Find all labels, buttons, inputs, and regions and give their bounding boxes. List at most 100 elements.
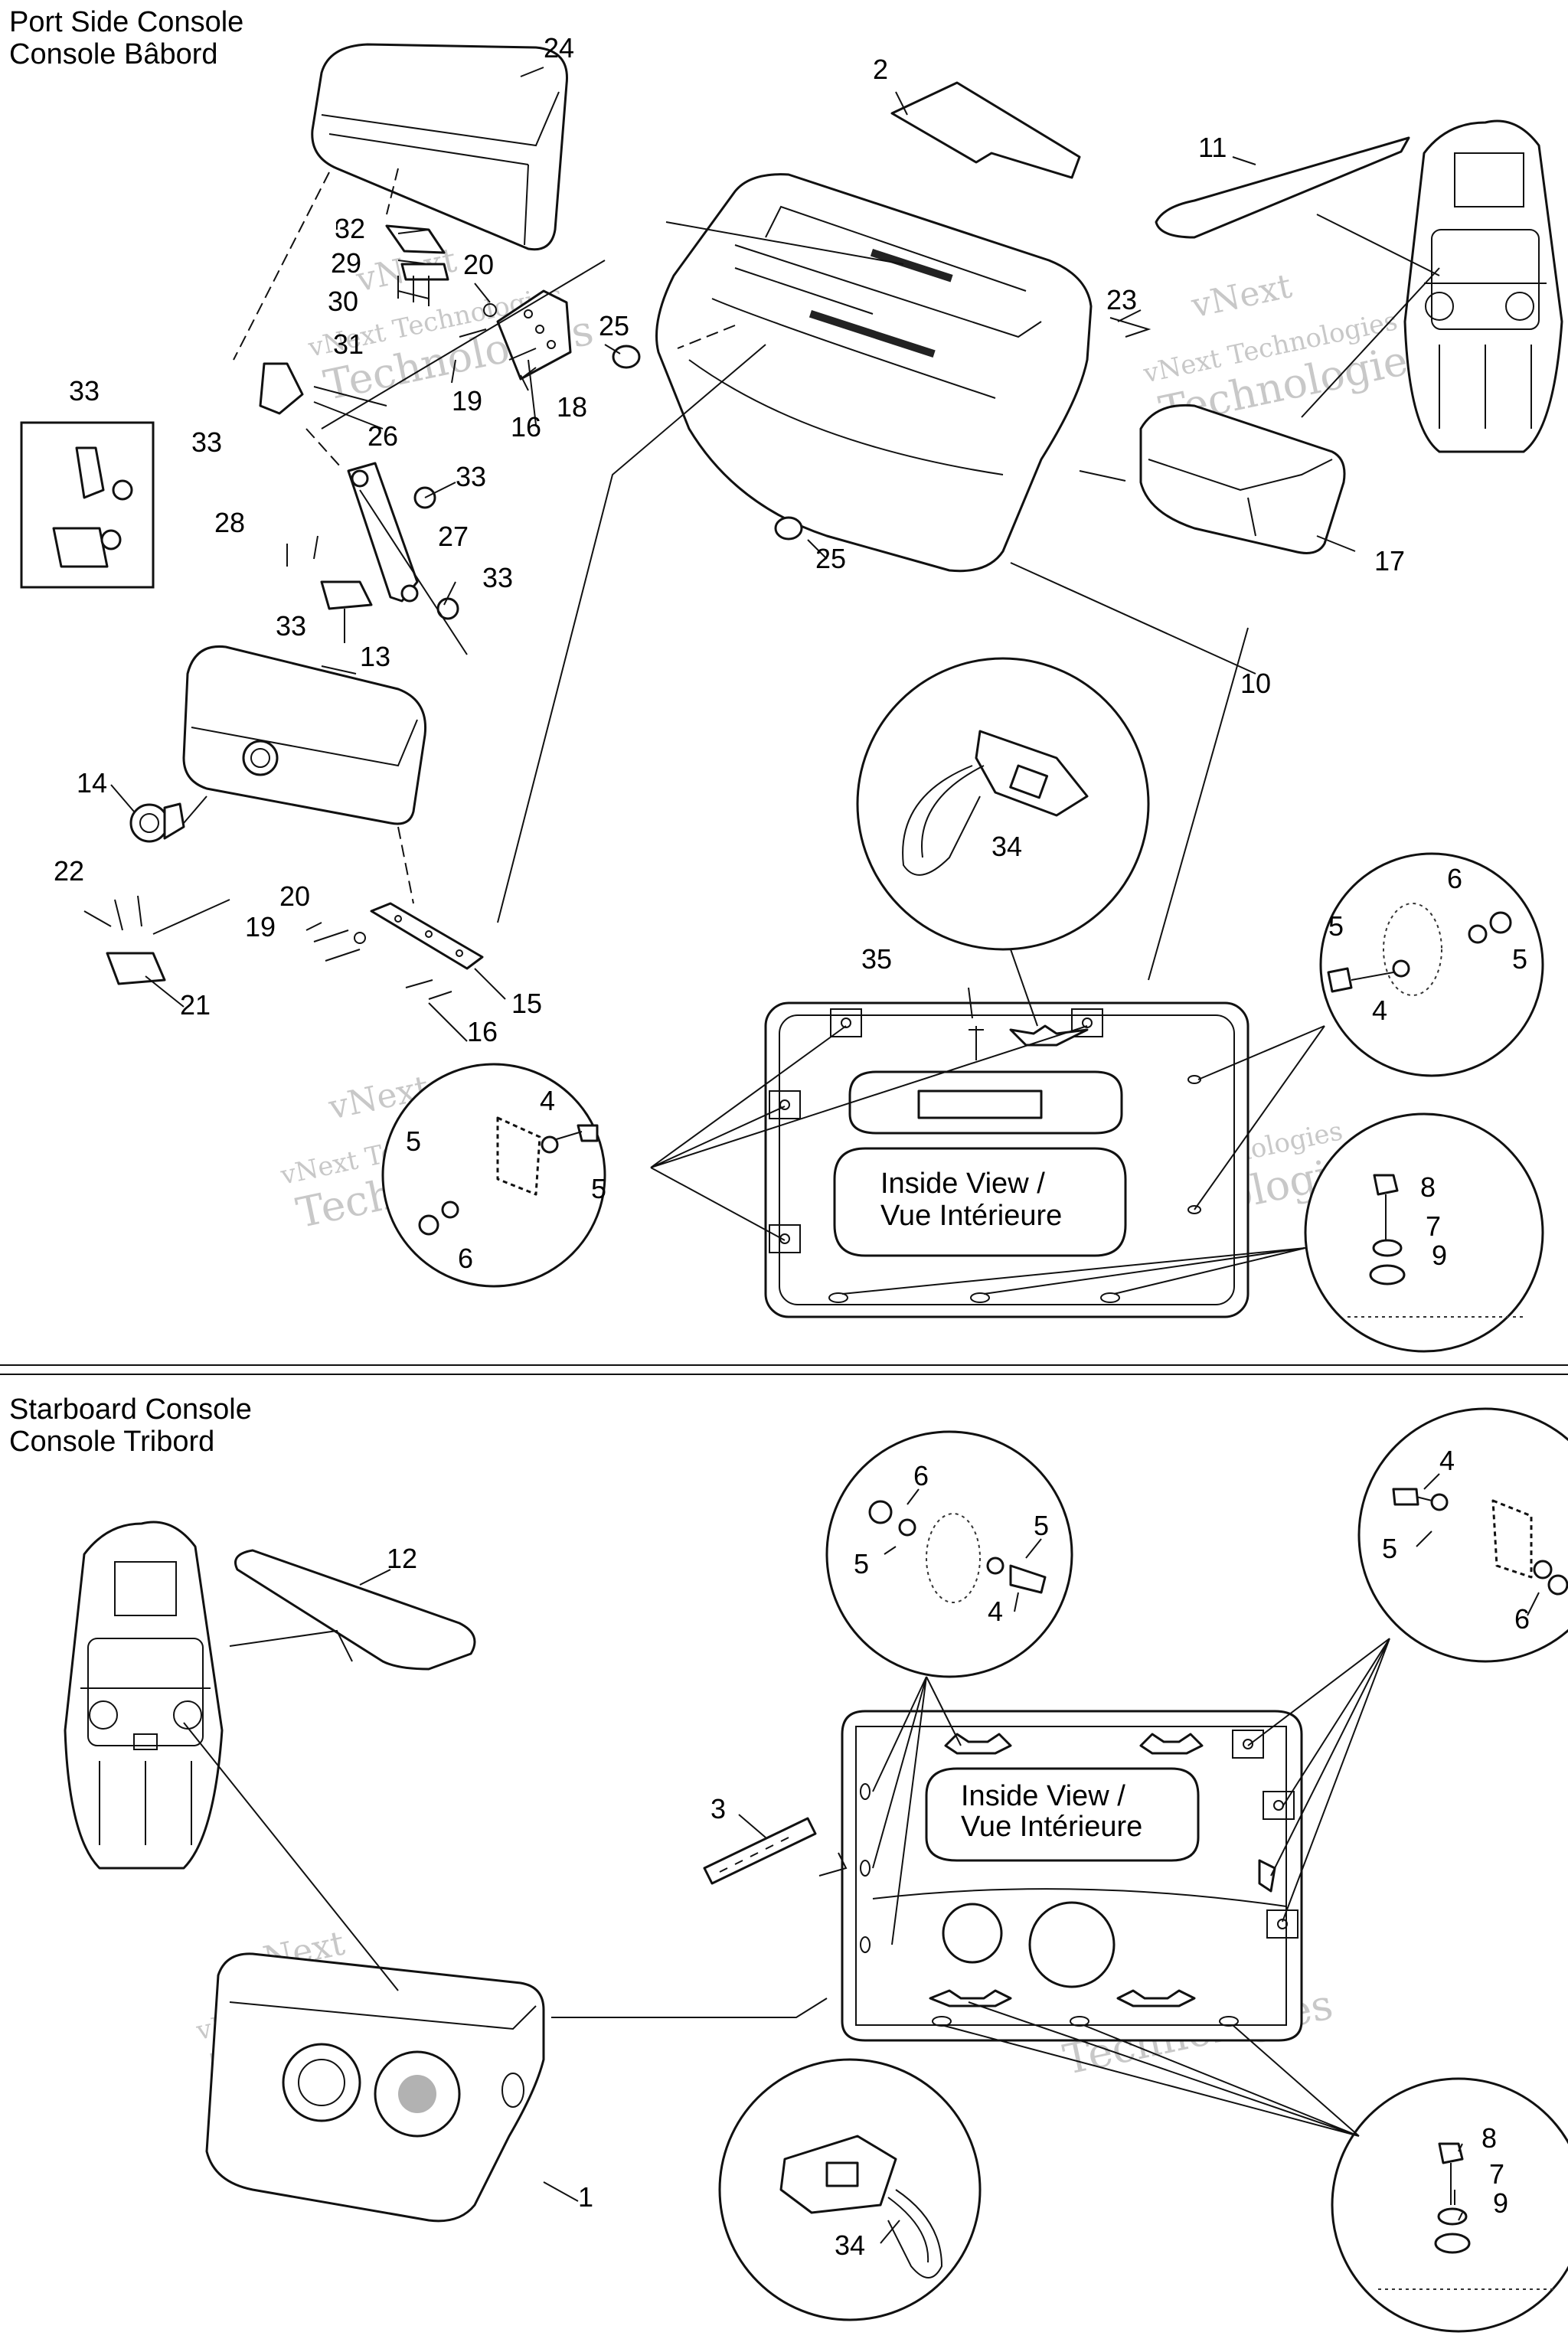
callout-number: 6 xyxy=(1447,863,1462,894)
assembly-line xyxy=(677,325,736,349)
callout-number: 26 xyxy=(368,420,398,452)
leader-line xyxy=(1148,627,1249,981)
leader-line xyxy=(872,1676,962,1945)
callout-number: 33 xyxy=(191,426,222,458)
callout-number: 9 xyxy=(1493,2187,1508,2219)
leader-line xyxy=(941,2001,1360,2137)
callout-number: 15 xyxy=(511,988,542,1019)
callout-number: 10 xyxy=(1240,668,1271,699)
callout-number: 5 xyxy=(1328,910,1344,942)
callout-number: 33 xyxy=(456,461,486,492)
callout-number: 8 xyxy=(1481,2122,1497,2154)
leader-line xyxy=(841,1247,1306,1295)
assembly-line xyxy=(1079,470,1126,482)
callout-number: 18 xyxy=(557,391,587,423)
lower-bracket-part xyxy=(320,580,373,610)
callout-number: 29 xyxy=(331,247,361,279)
callout-number: 16 xyxy=(467,1016,498,1047)
assembly-line xyxy=(665,221,904,315)
callout-number: 16 xyxy=(511,411,541,443)
leader-line xyxy=(543,2143,1463,2244)
callout-number: 4 xyxy=(988,1596,1003,1627)
callout-number: 34 xyxy=(991,831,1022,862)
callout-number: 30 xyxy=(328,286,358,317)
callout-number: 7 xyxy=(1426,1210,1441,1242)
callout-number: 28 xyxy=(214,507,245,538)
small-bracket-part xyxy=(106,895,166,985)
callout-number: 35 xyxy=(861,943,892,975)
assembly-line xyxy=(152,899,230,935)
assembly-line xyxy=(233,172,330,361)
watercraft-top-view xyxy=(1403,119,1563,453)
lid-part xyxy=(182,645,427,825)
callout-number: 13 xyxy=(360,641,390,672)
knob-part xyxy=(129,802,185,843)
inside-view-label: Vue Intérieure xyxy=(880,1200,1062,1232)
leader-line xyxy=(83,665,357,1008)
callout-number: 20 xyxy=(279,880,310,912)
leader-line xyxy=(305,922,973,1042)
callout-number: 4 xyxy=(1372,995,1387,1026)
detail-circle-screw-port xyxy=(1304,1112,1544,1353)
leader-line xyxy=(818,1852,848,1877)
inside-view-label: Inside View / xyxy=(880,1168,1045,1200)
callout-number: 5 xyxy=(591,1173,606,1204)
callout-number: 3 xyxy=(710,1793,726,1824)
watermark-text: vNext xyxy=(1187,266,1295,326)
detail-circle-bolt-stbd-left xyxy=(825,1430,1073,1678)
assembly-line xyxy=(305,428,341,468)
callout-number: 5 xyxy=(1034,1510,1049,1541)
callout-number: 5 xyxy=(1382,1533,1397,1564)
starboard-console-body xyxy=(205,1952,545,2223)
leader-line xyxy=(520,67,1356,560)
callout-number: 27 xyxy=(438,521,469,552)
port-inside-view-panel: Inside View / Vue Intérieure xyxy=(764,1001,1250,1318)
callout-number: 20 xyxy=(463,249,494,280)
callout-number: 11 xyxy=(1198,132,1227,163)
leader-line xyxy=(1010,562,1256,675)
leader-line xyxy=(183,1629,399,1991)
detail-circle-bolt-stbd-right xyxy=(1357,1407,1568,1663)
mat-part xyxy=(890,81,1081,179)
callout-number: 25 xyxy=(599,310,629,341)
callout-number: 22 xyxy=(54,855,84,887)
assembly-line xyxy=(1301,214,1440,418)
callout-number: 6 xyxy=(913,1460,929,1491)
callout-number: 4 xyxy=(1439,1445,1455,1476)
assembly-line xyxy=(321,260,766,923)
callout-number: 14 xyxy=(77,767,107,799)
pin-part xyxy=(286,535,318,567)
callout-number: 19 xyxy=(452,385,482,416)
callout-number: 23 xyxy=(1106,284,1137,315)
callout-number: 24 xyxy=(544,32,574,64)
assembly-line xyxy=(183,795,207,824)
callout-number: 33 xyxy=(482,562,513,593)
inside-view-label: Vue Intérieure xyxy=(961,1811,1142,1843)
inside-view-label: Inside View / xyxy=(961,1780,1125,1812)
callout-number: 5 xyxy=(854,1548,869,1579)
callout-number: 1 xyxy=(578,2181,593,2213)
callout-number: 25 xyxy=(815,543,846,574)
rod-part xyxy=(703,1817,817,1885)
callout-number: 34 xyxy=(835,2230,865,2261)
callout-number: 12 xyxy=(387,1543,417,1574)
detail-circle-bolt-port-right xyxy=(1319,852,1544,1077)
watercraft-top-view xyxy=(64,1521,224,1870)
port-console-title-fr: Console Bâbord xyxy=(9,38,218,70)
starboard-console-title-fr: Console Tribord xyxy=(9,1426,215,1458)
callout-number: 31 xyxy=(333,328,364,360)
callout-number: 8 xyxy=(1420,1171,1436,1203)
screws-part xyxy=(459,303,537,380)
callout-number: 33 xyxy=(276,610,306,642)
leader-line xyxy=(1247,1638,1390,1922)
callout-number: 2 xyxy=(873,54,888,85)
clip-part xyxy=(1109,317,1152,338)
callout-number: 21 xyxy=(180,989,211,1021)
lower-hinge-part xyxy=(313,902,484,1000)
callout-number: 7 xyxy=(1489,2158,1504,2190)
detail-circle-strap xyxy=(856,657,1150,951)
storage-tray-part xyxy=(1139,403,1346,554)
detail-circle-strap-stbd xyxy=(718,2058,982,2321)
seat-cushion-part xyxy=(311,43,568,251)
